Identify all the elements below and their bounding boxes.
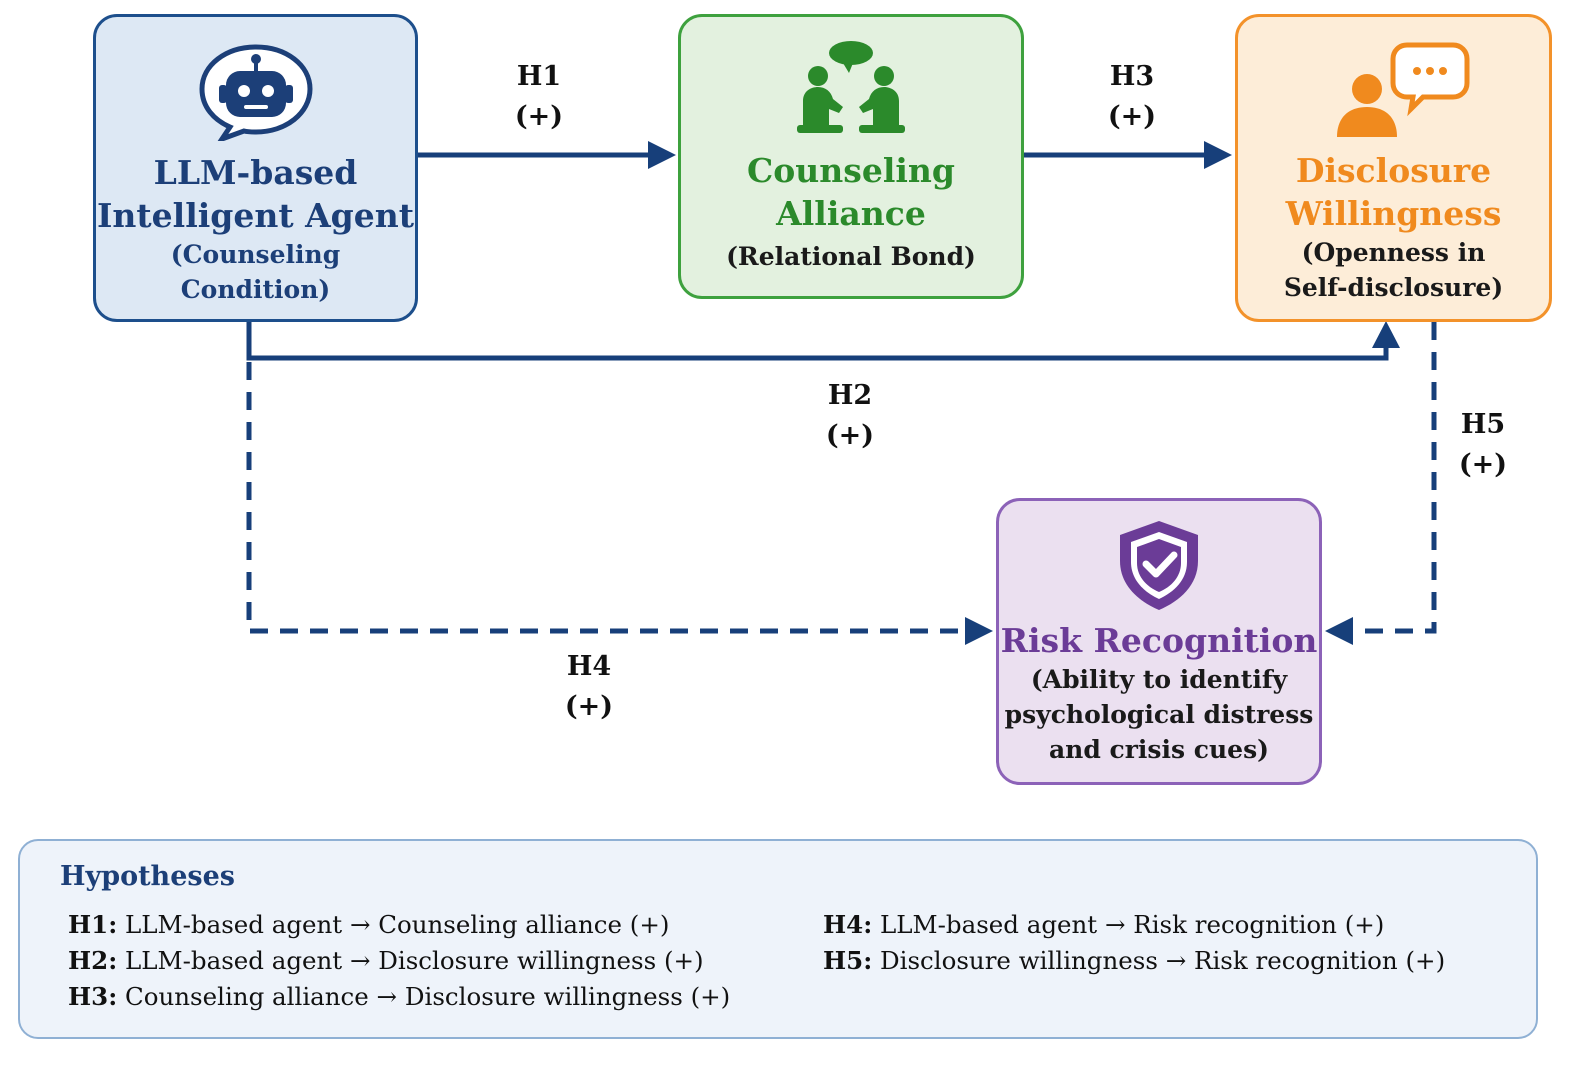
node-llm-agent-sub-1: (Counseling [170,240,341,269]
label-h2-id: H2 [827,380,873,411]
arrow-h1 [418,141,676,169]
legend-item-h2: H2:LLM-based agent → Disclosure willingn… [68,943,730,979]
node-risk-recognition: Risk Recognition (Ability to identify ps… [996,498,1322,785]
robot-chat-icon [198,44,313,141]
label-h4-id: H4 [566,651,612,682]
label-h3: H3 (+) [1082,57,1182,137]
node-risk-sub-1: (Ability to identify [1030,665,1288,694]
node-disclosure-title-2: Willingness [1285,194,1502,233]
node-counseling-alliance: Counseling Alliance (Relational Bond) [678,14,1024,299]
arrow-h5 [1325,322,1437,645]
legend-column-left: H1:LLM-based agent → Counseling alliance… [68,907,730,1015]
node-risk-sub-3: and crisis cues) [1048,735,1269,764]
node-risk-title-1: Risk Recognition [1000,621,1318,660]
legend-item-h1: H1:LLM-based agent → Counseling alliance… [68,907,730,943]
node-alliance-sub-1: (Relational Bond) [726,242,976,271]
node-llm-agent-title-1: LLM-based [153,153,358,192]
legend-item-h1-id: H1: [68,910,118,939]
legend-item-h1-text: LLM-based agent → Counseling alliance (+… [125,910,670,939]
arrow-h4 [246,362,993,645]
label-h1-id: H1 [516,61,562,92]
person-speech-icon [1336,42,1469,137]
legend-item-h5-id: H5: [823,946,873,975]
node-disclosure-title-1: Disclosure [1295,151,1492,190]
arrow-h2 [246,321,1400,361]
node-llm-agent-sub-2: Condition) [180,275,331,304]
hypotheses-legend: Hypotheses H1:LLM-based agent → Counseli… [18,839,1538,1039]
people-talking-icon [797,41,905,133]
label-h3-sign: (+) [1107,101,1157,132]
node-alliance-title-2: Alliance [776,194,926,233]
legend-item-h5: H5:Disclosure willingness → Risk recogni… [823,943,1445,979]
legend-item-h4-id: H4: [823,910,873,939]
legend-item-h3-id: H3: [68,982,118,1011]
arrow-h3 [1024,141,1232,169]
label-h2: H2 (+) [800,376,900,456]
node-risk-sub-2: psychological distress [1004,700,1314,729]
label-h2-sign: (+) [825,420,875,451]
legend-item-h3: H3:Counseling alliance → Disclosure will… [68,979,730,1015]
node-disclosure-sub-2: Self-disclosure) [1283,273,1504,302]
node-llm-agent-title-2: Intelligent Agent [97,196,414,235]
legend-item-h4: H4:LLM-based agent → Risk recognition (+… [823,907,1445,943]
label-h4-sign: (+) [564,691,614,722]
legend-item-h3-text: Counseling alliance → Disclosure willing… [125,982,731,1011]
legend-column-right: H4:LLM-based agent → Risk recognition (+… [823,907,1445,979]
node-disclosure-willingness: Disclosure Willingness (Openness in Self… [1235,14,1552,322]
label-h1-sign: (+) [514,101,564,132]
legend-item-h2-text: LLM-based agent → Disclosure willingness… [125,946,704,975]
legend-item-h5-text: Disclosure willingness → Risk recognitio… [880,946,1446,975]
node-llm-agent: LLM-based Intelligent Agent (Counseling … [93,14,418,322]
label-h4: H4 (+) [539,647,639,727]
legend-item-h4-text: LLM-based agent → Risk recognition (+) [880,910,1385,939]
label-h5: H5 (+) [1433,405,1533,485]
shield-check-icon [1120,521,1198,610]
label-h5-id: H5 [1460,409,1506,440]
node-disclosure-sub-1: (Openness in [1301,238,1486,267]
node-alliance-title-1: Counseling [747,151,955,190]
legend-title: Hypotheses [60,861,235,892]
label-h3-id: H3 [1109,61,1155,92]
label-h5-sign: (+) [1458,449,1508,480]
label-h1: H1 (+) [489,57,589,137]
legend-item-h2-id: H2: [68,946,118,975]
